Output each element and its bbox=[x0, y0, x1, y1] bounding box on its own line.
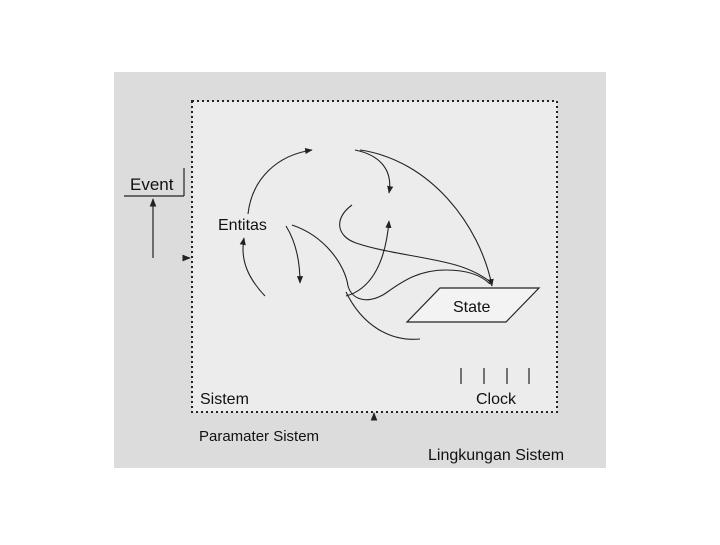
flow-entitas-right-down bbox=[285, 225, 304, 284]
clock-label: Clock bbox=[476, 391, 517, 408]
clock-ticks bbox=[460, 368, 530, 384]
sistem-label: Sistem bbox=[200, 391, 249, 408]
flow-entitas-left-down bbox=[239, 237, 266, 297]
flow-arc-top-left bbox=[247, 147, 313, 215]
state-shape bbox=[405, 287, 541, 323]
lingkungan-label: Lingkungan Sistem bbox=[428, 447, 564, 464]
event-label: Event bbox=[130, 175, 174, 194]
entitas-label: Entitas bbox=[218, 217, 267, 234]
flow-upper-wave bbox=[291, 224, 491, 301]
parameter-label: Paramater Sistem bbox=[199, 428, 319, 445]
flow-center-hook bbox=[339, 204, 493, 284]
entity-flows bbox=[239, 147, 494, 340]
state-box: State bbox=[405, 287, 541, 323]
flow-arc-top-right bbox=[354, 149, 394, 194]
system-boundary bbox=[191, 100, 558, 413]
event-box: Event bbox=[124, 168, 185, 197]
flow-big-arc bbox=[359, 149, 494, 287]
flow-bottom-loop bbox=[345, 291, 421, 340]
state-label: State bbox=[453, 299, 490, 316]
